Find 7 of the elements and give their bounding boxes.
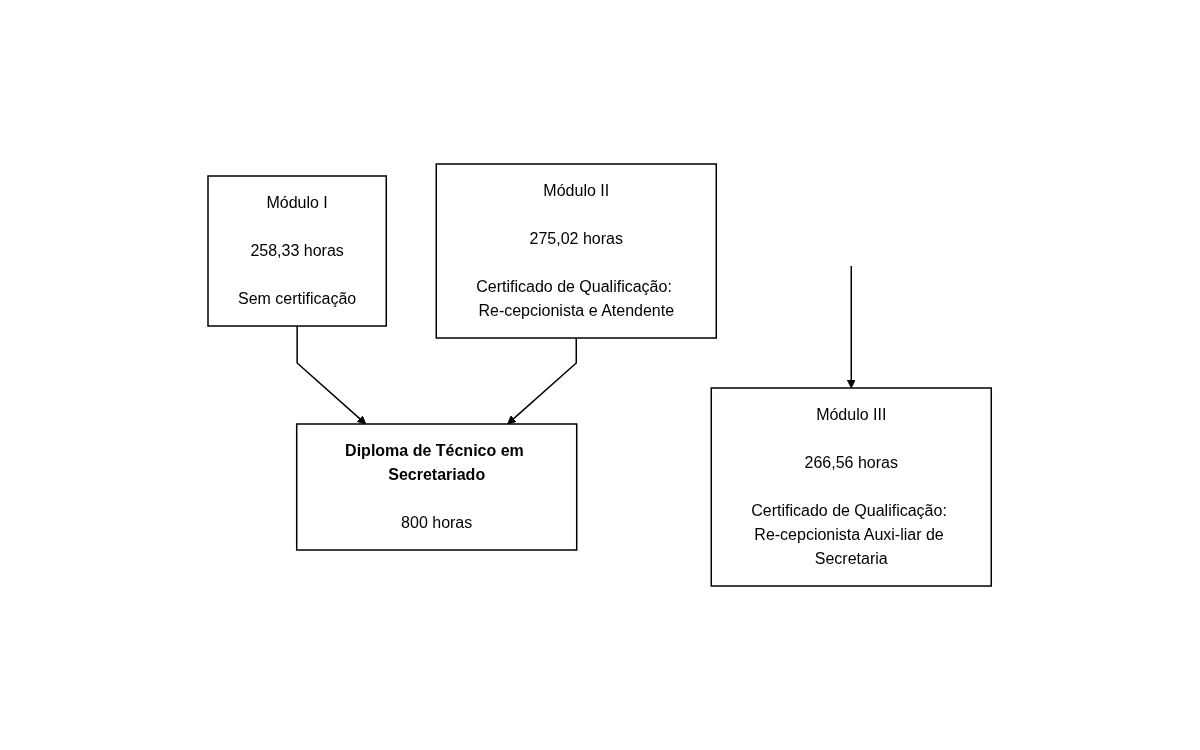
arrow bbox=[296, 325, 367, 425]
node-box: Módulo II 275,02 horas Certificado de Qualificação: Re-cepcionista e Atendente bbox=[435, 163, 718, 339]
node-box: Diploma de Técnico em Secretariado 800 horas bbox=[296, 423, 578, 551]
arrow bbox=[507, 337, 578, 425]
arrow bbox=[847, 265, 857, 389]
node-box: Módulo III 266,56 horas Certificado de Qualificação: Re-cepcionista Auxi-liar de Secretaria bbox=[710, 387, 993, 587]
node-box: Módulo I 258,33 horas Sem certificação bbox=[207, 175, 388, 327]
